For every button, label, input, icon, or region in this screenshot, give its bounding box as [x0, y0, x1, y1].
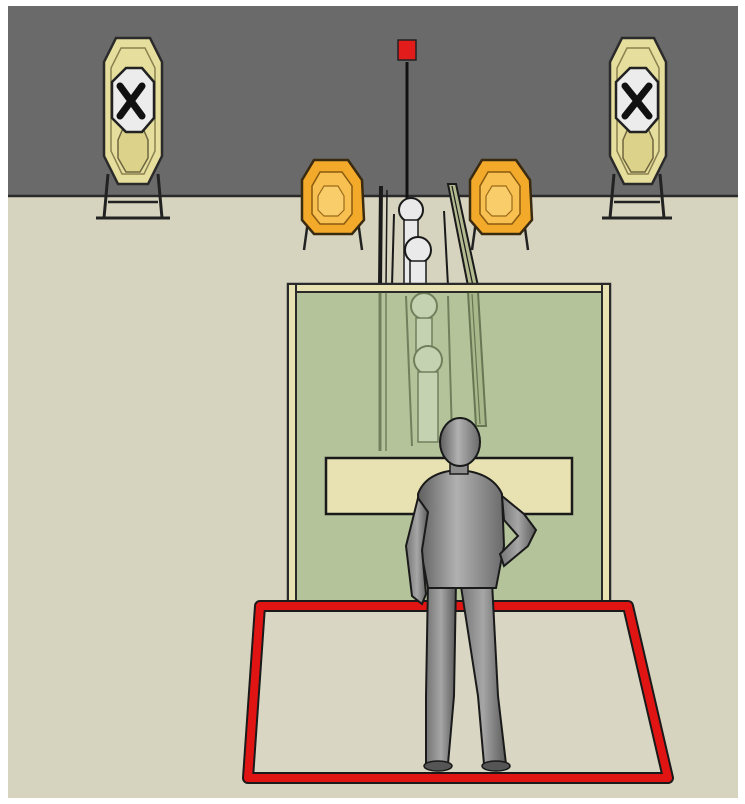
shooting-box	[248, 606, 668, 778]
range-illustration	[8, 6, 738, 798]
red-activator-icon	[398, 40, 416, 60]
